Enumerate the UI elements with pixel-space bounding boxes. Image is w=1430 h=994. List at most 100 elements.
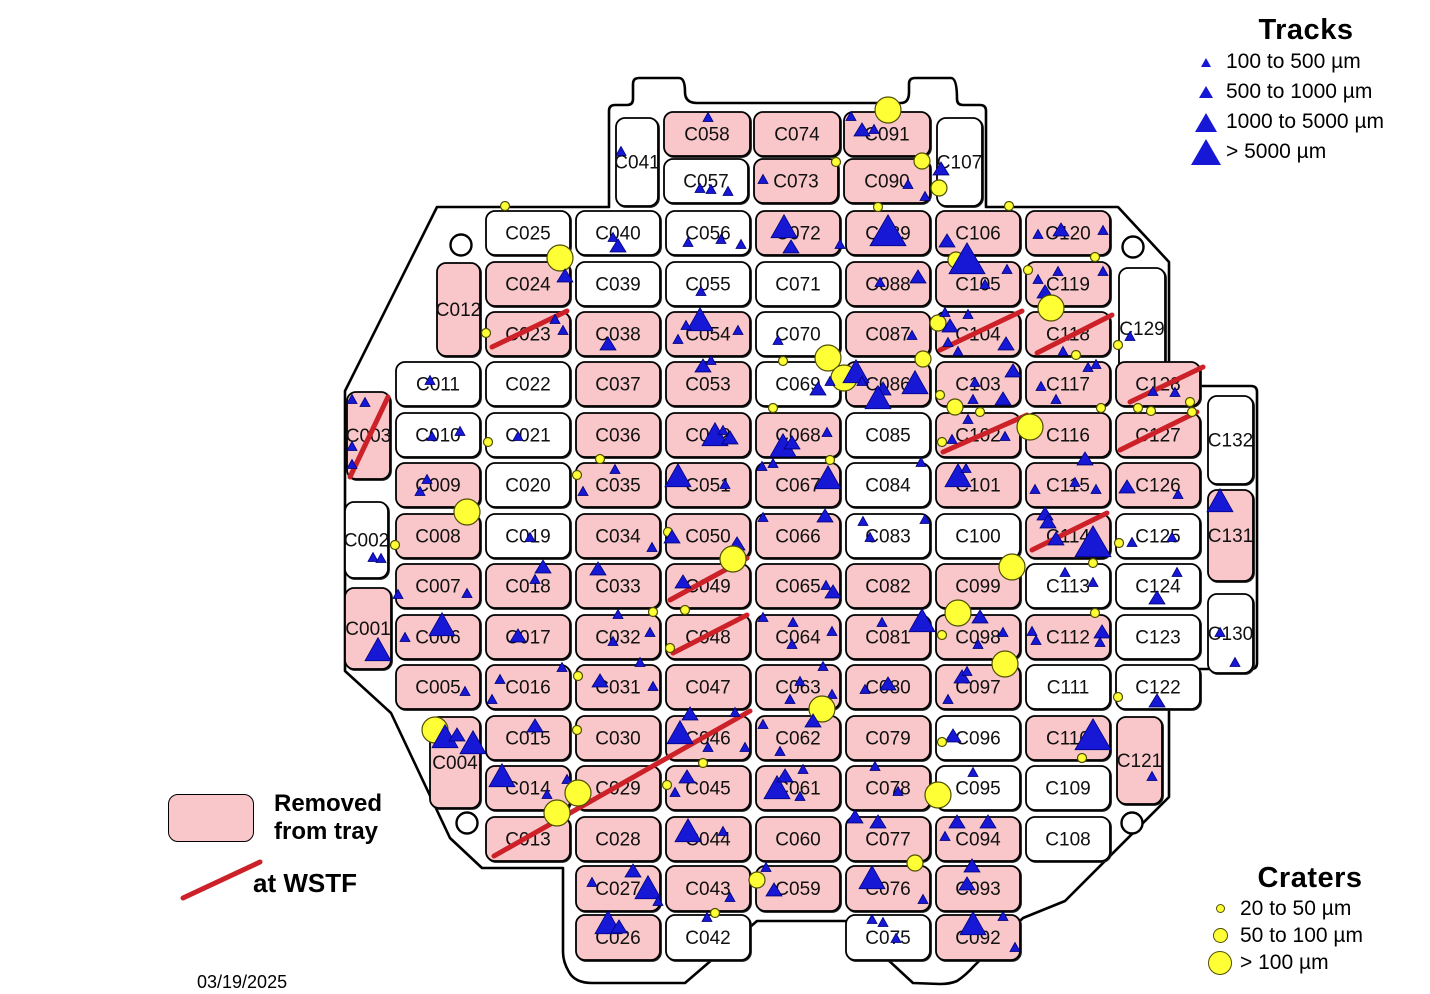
cell-label-C099: C099 (955, 577, 1000, 598)
cell-label-C015: C015 (505, 729, 550, 750)
cell-C115 (1025, 462, 1111, 508)
cell-C021 (485, 412, 571, 458)
cell-label-C032: C032 (595, 628, 640, 649)
track-marker-t1 (1097, 265, 1109, 276)
cell-C005 (395, 664, 481, 710)
cell-C106 (935, 210, 1021, 256)
track-marker-t1 (794, 790, 806, 801)
cell-C036 (575, 412, 661, 458)
cell-C113 (1025, 563, 1111, 609)
crater-marker-c1 (974, 406, 986, 418)
track-marker-t3 (901, 369, 929, 395)
track-marker-t2 (721, 430, 739, 445)
crater-marker-c1 (679, 604, 691, 616)
crater-marker-c3 (719, 545, 747, 573)
track-marker-t1 (972, 638, 984, 649)
cell-C117 (1025, 361, 1111, 407)
wstf-red-line (1127, 364, 1206, 405)
track-marker-t1 (717, 424, 729, 435)
track-marker-t1 (760, 861, 772, 872)
track-marker-t1 (939, 306, 951, 317)
track-marker-t2 (997, 336, 1015, 351)
cell-label-C065: C065 (775, 577, 820, 598)
track-marker-t1 (644, 626, 656, 637)
track-marker-t2 (853, 122, 871, 137)
track-marker-t1 (1229, 656, 1241, 667)
cell-C028 (575, 816, 661, 862)
cell-label-C004: C004 (432, 753, 478, 774)
cell-label-C125: C125 (1135, 527, 1180, 548)
track-marker-t1 (375, 552, 387, 563)
track-marker-t1 (857, 515, 869, 526)
cell-label-C021: C021 (505, 426, 550, 447)
track-marker-t2 (1148, 590, 1166, 605)
track-marker-t1 (424, 374, 436, 385)
track-marker-t1 (694, 182, 706, 193)
cell-label-C108: C108 (1045, 830, 1090, 851)
track-marker-t1 (942, 693, 954, 704)
removed-cell-swatch (168, 793, 254, 842)
track-marker-t1 (919, 513, 931, 524)
track-marker-t1 (1146, 770, 1158, 781)
cell-label-C002: C002 (344, 531, 389, 552)
track-marker-t2 (681, 706, 699, 721)
track-marker-t2 (1052, 222, 1070, 237)
cell-label-C063: C063 (775, 678, 820, 699)
track-marker-t1 (757, 611, 769, 622)
cell-C037 (575, 361, 661, 407)
tracks-legend-item: 1000 to 5000 µm (1186, 107, 1426, 137)
track-marker-t1 (494, 673, 506, 684)
track-marker-t1 (1030, 634, 1042, 645)
crater-marker-c2 (946, 398, 964, 416)
track-marker-t1 (729, 706, 741, 717)
track-marker-t1 (1032, 273, 1044, 284)
cell-label-C057: C057 (683, 172, 728, 193)
tracks-legend-item-label: 1000 to 5000 µm (1226, 110, 1385, 133)
crater-small-circle-icon (1215, 904, 1225, 913)
cell-C060 (755, 816, 841, 862)
cell-C041 (615, 117, 659, 207)
track-marker-t2 (879, 676, 897, 691)
track-marker-t2 (674, 574, 692, 589)
cell-label-C034: C034 (595, 527, 641, 548)
track-marker-t3 (664, 462, 692, 488)
crater-marker-c1 (1132, 402, 1144, 414)
cell-label-C075: C075 (865, 928, 910, 949)
tracks-legend-item: 100 to 500 µm (1186, 47, 1426, 77)
track-marker-t1 (359, 396, 371, 407)
track-marker-t1 (821, 426, 833, 437)
track-marker-t1 (735, 238, 747, 249)
cell-label-C105: C105 (955, 275, 1000, 296)
tracks-legend: Tracks 100 to 500 µm 500 to 1000 µm 1000… (1186, 14, 1426, 167)
crater-marker-c1 (709, 907, 721, 919)
craters-legend-item: 50 to 100 µm (1200, 922, 1420, 949)
cell-label-C030: C030 (595, 729, 640, 750)
cell-label-C100: C100 (955, 527, 1000, 548)
cell-C090 (843, 158, 931, 204)
cell-label-C060: C060 (775, 830, 820, 851)
cell-C070 (755, 311, 841, 357)
cell-label-C036: C036 (595, 426, 640, 447)
track-marker-t1 (672, 333, 684, 344)
cell-label-C027: C027 (595, 879, 640, 900)
track-marker-t3 (666, 719, 694, 745)
cell-C055 (665, 261, 751, 307)
track-marker-t1 (757, 173, 769, 184)
crater-marker-c1 (1070, 349, 1082, 361)
track-marker-t1 (890, 932, 902, 943)
track-marker-t1 (705, 183, 717, 194)
cell-C034 (575, 513, 661, 559)
track-marker-t1 (868, 123, 880, 134)
track-marker-t3 (858, 864, 886, 890)
track-marker-t1 (541, 788, 553, 799)
track-marker-t2 (958, 876, 976, 891)
track-marker-t1 (346, 393, 358, 404)
track-marker-t1 (1052, 265, 1064, 276)
cell-C039 (575, 261, 661, 307)
cell-C088 (845, 261, 931, 307)
track-marker-t3 (959, 910, 987, 936)
cell-C118 (1025, 311, 1111, 357)
cell-label-C079: C079 (865, 729, 910, 750)
wstf-red-line (1034, 312, 1115, 356)
track-marker-t2 (846, 809, 864, 824)
